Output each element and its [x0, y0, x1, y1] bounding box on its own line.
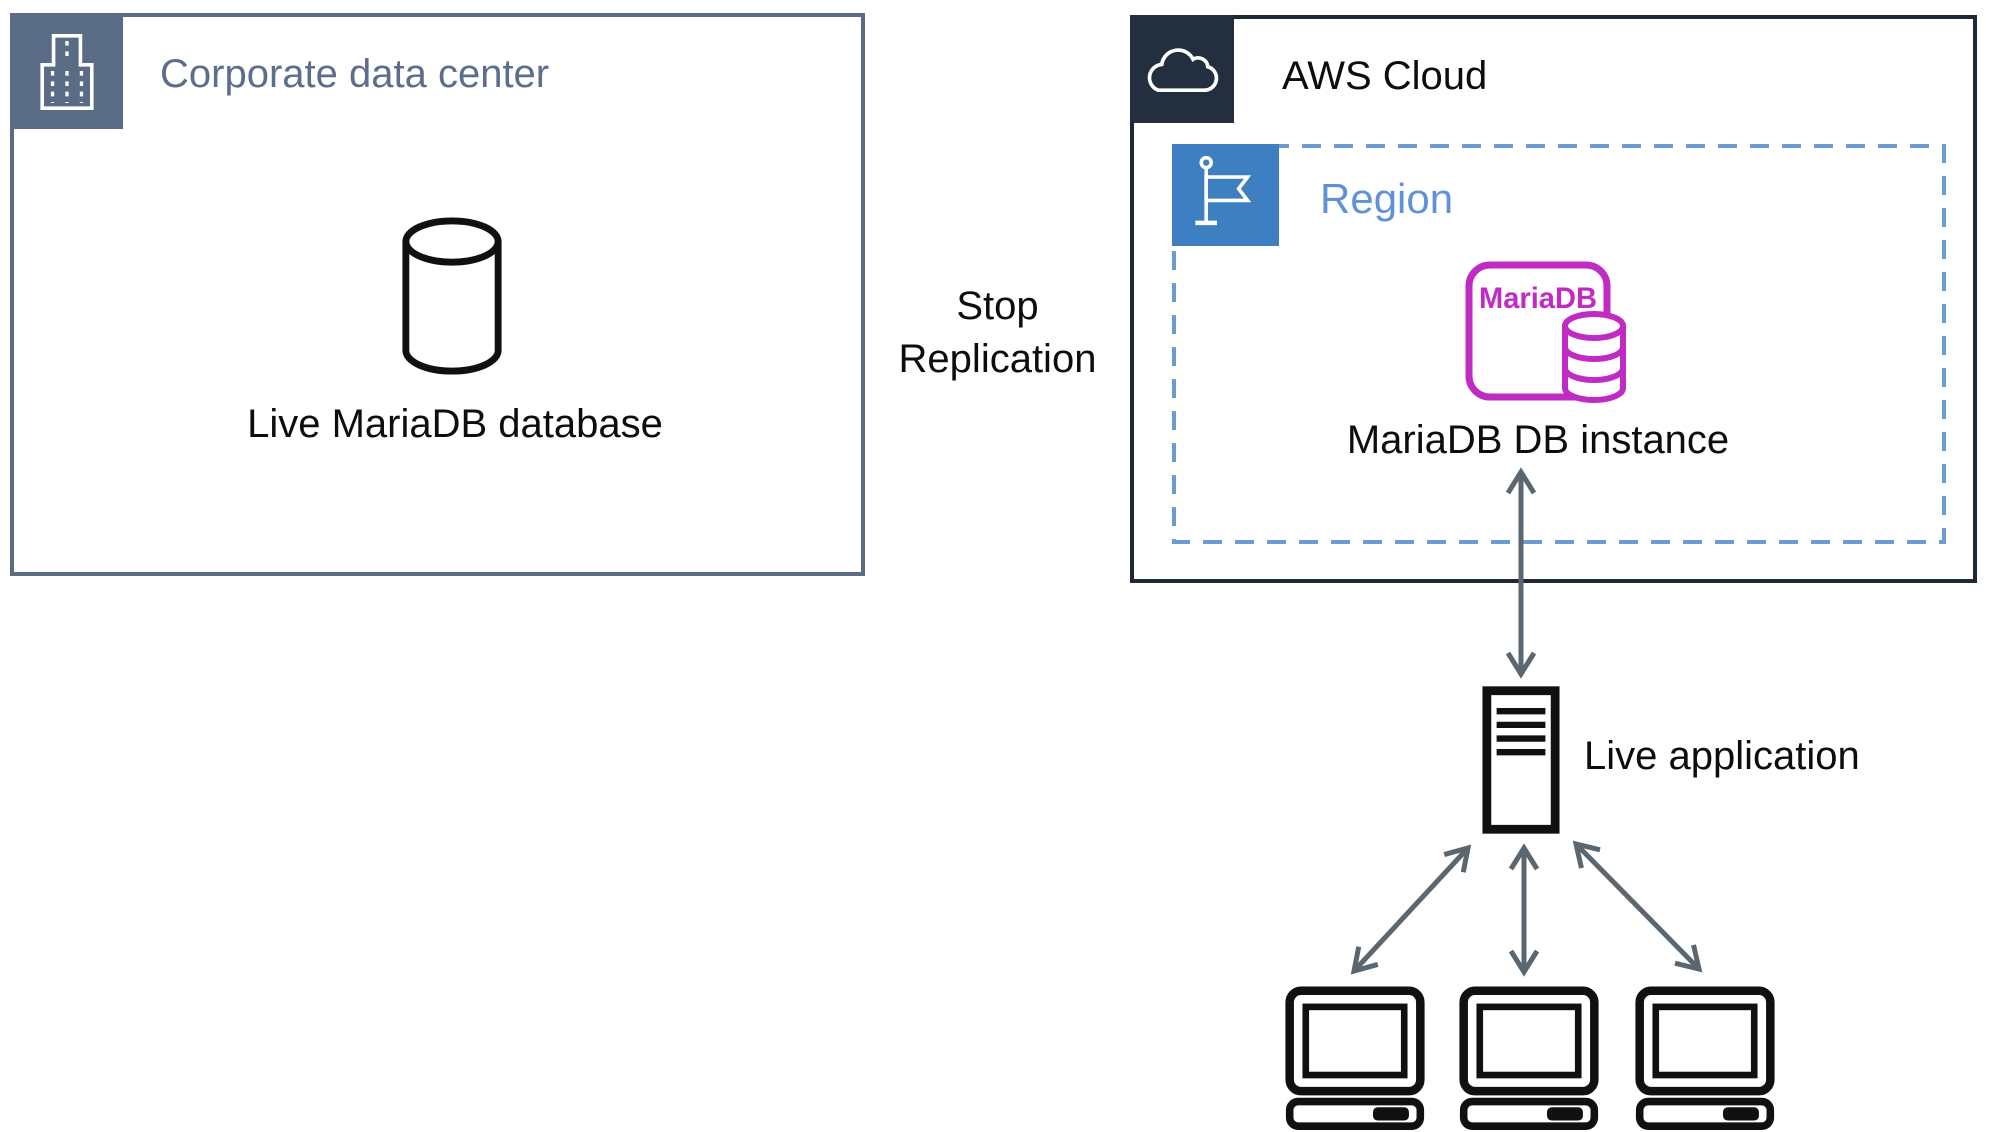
live-application-label: Live application: [1584, 734, 1860, 778]
database-cylinder-icon: [402, 217, 502, 375]
live-mariadb-database-label: Live MariaDB database: [247, 402, 663, 446]
region-icon-box: [1172, 144, 1279, 246]
stop-replication-line2: Replication: [898, 337, 1097, 381]
mariadb-engine-icon: MariaDB: [1465, 261, 1626, 403]
region-title: Region: [1320, 175, 1454, 222]
aws-cloud-box: [1130, 15, 1977, 583]
desktop-computer-icon: [1635, 986, 1775, 1130]
aws-cloud-icon-box: [1130, 15, 1234, 123]
building-icon: [39, 34, 94, 111]
mariadb-db-instance-label: MariaDB DB instance: [1346, 418, 1730, 462]
region-box: [1172, 144, 1946, 544]
mariadb-logo-text: MariaDB: [1479, 282, 1597, 315]
aws-cloud-title: AWS Cloud: [1282, 54, 1488, 98]
stop-replication-line1: Stop: [956, 284, 1039, 328]
flag-icon: [1194, 155, 1251, 226]
arrow-application-client-right: [1572, 840, 1703, 973]
corporate-data-center-title: Corporate data center: [160, 52, 550, 96]
stop-replication-label: Stop Replication: [845, 280, 1150, 386]
arrow-application-client-left: [1350, 844, 1472, 975]
desktop-computer-icon: [1285, 986, 1425, 1130]
server-icon: [1482, 686, 1560, 834]
mariadb-cylinder: [1562, 311, 1626, 403]
corporate-data-center-box: [10, 13, 865, 576]
desktop-computer-icon: [1459, 986, 1599, 1130]
cloud-icon: [1147, 48, 1219, 93]
corporate-data-center-icon-box: [10, 13, 123, 129]
